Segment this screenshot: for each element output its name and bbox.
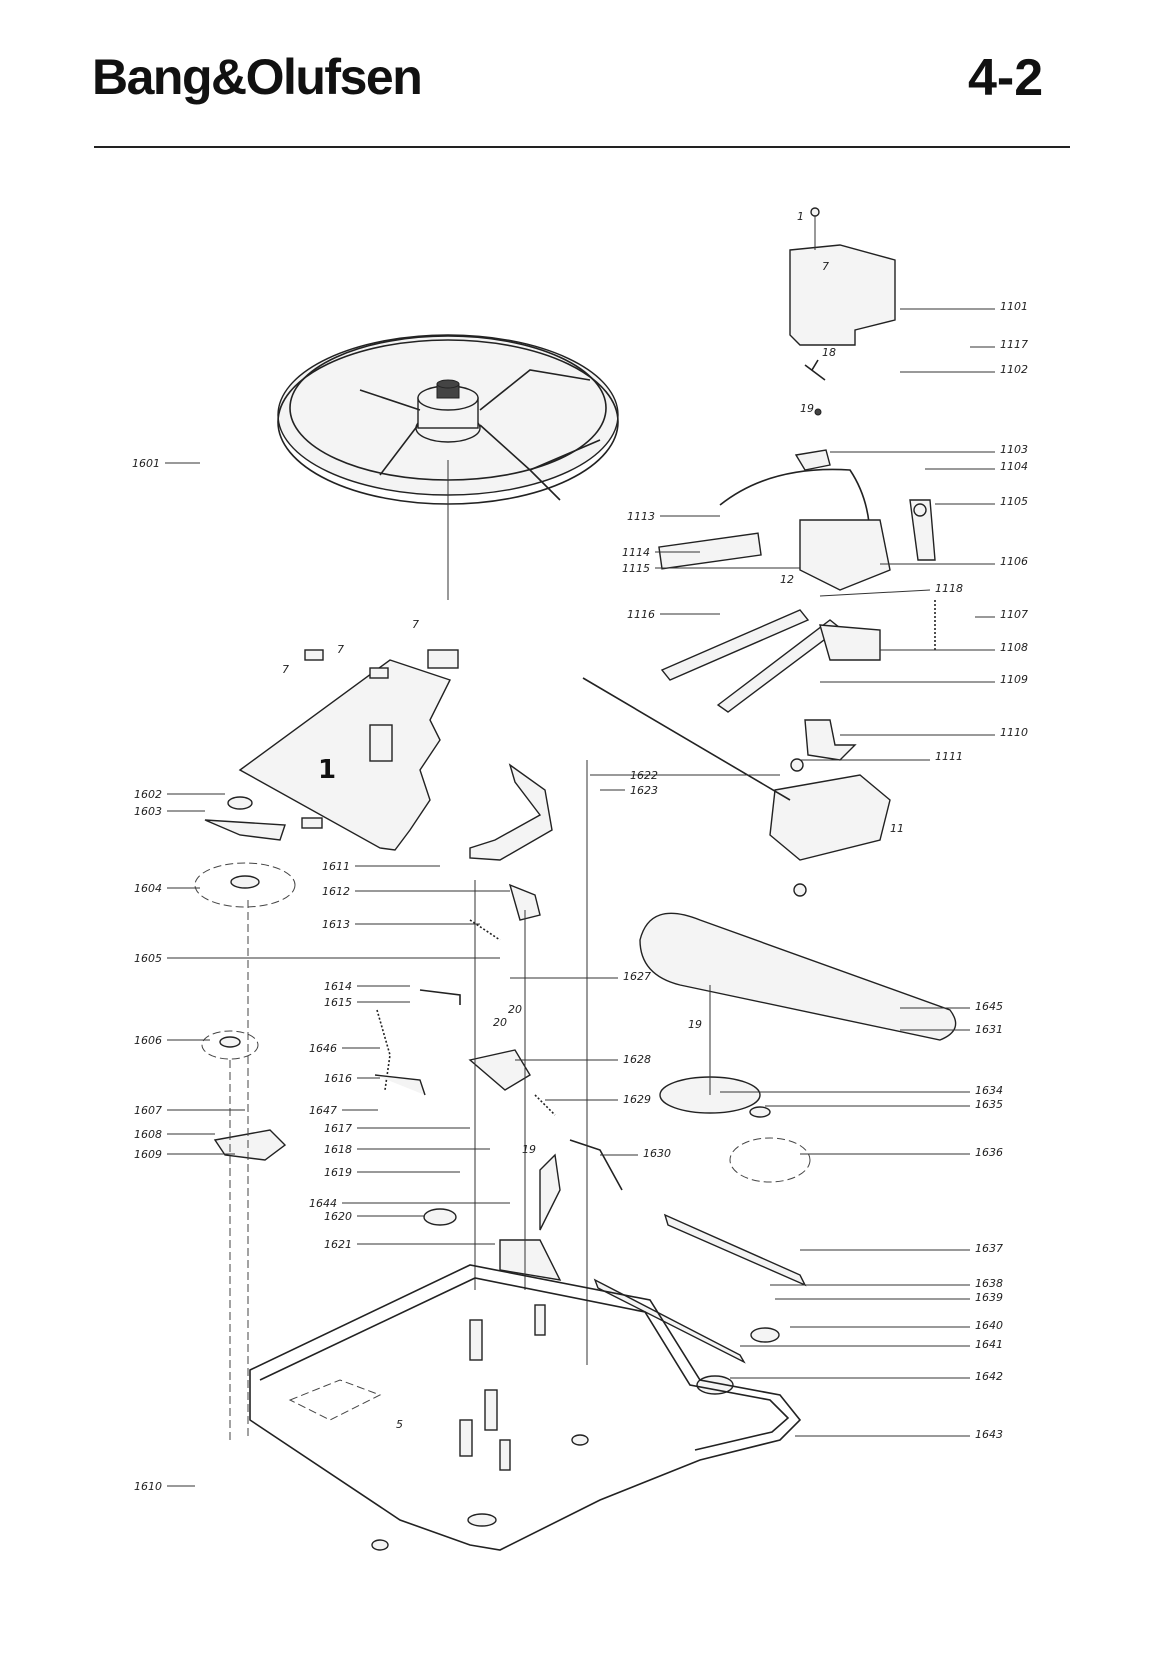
screw-ref-r7d: 7 xyxy=(822,260,829,273)
chassis-drawing xyxy=(249,1264,802,1551)
cam-assembly-drawing xyxy=(593,912,957,1395)
part-label-1621: 1621 xyxy=(324,1238,352,1251)
screw-ref-r19c: 19 xyxy=(522,1143,536,1156)
tonearm-assembly-drawing xyxy=(582,207,936,897)
part-label-1106: 1106 xyxy=(1000,555,1028,568)
brand-logo: Bang&Olufsen xyxy=(92,49,423,105)
part-label-1609: 1609 xyxy=(134,1148,162,1161)
screw-ref-r11: 11 xyxy=(890,822,904,835)
screw-ref-r1: 1 xyxy=(797,210,804,223)
screw-ref-r5: 5 xyxy=(396,1418,403,1431)
part-label-1616: 1616 xyxy=(324,1072,352,1085)
part-label-1619: 1619 xyxy=(324,1166,352,1179)
part-label-1606: 1606 xyxy=(134,1034,162,1047)
header-rule xyxy=(94,146,1070,148)
part-label-1630: 1630 xyxy=(643,1147,671,1160)
part-label-1101: 1101 xyxy=(1000,300,1028,313)
part-label-1613: 1613 xyxy=(322,918,350,931)
part-label-1617: 1617 xyxy=(324,1122,352,1135)
part-label-1118: 1118 xyxy=(935,582,963,595)
part-label-1640: 1640 xyxy=(975,1319,1003,1332)
page-number: 4-2 xyxy=(968,49,1044,107)
board-label: 1 xyxy=(318,755,336,785)
part-label-1622: 1622 xyxy=(630,769,658,782)
part-label-1646: 1646 xyxy=(309,1042,337,1055)
part-label-1114: 1114 xyxy=(622,546,650,559)
part-label-1618: 1618 xyxy=(324,1143,352,1156)
part-label-1634: 1634 xyxy=(975,1084,1003,1097)
part-label-1647: 1647 xyxy=(309,1104,337,1117)
part-label-1108: 1108 xyxy=(1000,641,1028,654)
screw-ref-r20b: 20 xyxy=(493,1016,507,1029)
part-label-1111: 1111 xyxy=(935,750,963,763)
part-label-1604: 1604 xyxy=(134,882,162,895)
part-label-1627: 1627 xyxy=(623,970,651,983)
part-label-1105: 1105 xyxy=(1000,495,1028,508)
screw-ref-r7c: 7 xyxy=(282,663,289,676)
part-label-1113: 1113 xyxy=(627,510,655,523)
part-label-1643: 1643 xyxy=(975,1428,1003,1441)
part-label-1115: 1115 xyxy=(622,562,650,575)
part-label-1107: 1107 xyxy=(1000,608,1028,621)
part-label-1611: 1611 xyxy=(322,860,350,873)
part-label-1631: 1631 xyxy=(975,1023,1003,1036)
part-label-1637: 1637 xyxy=(975,1242,1003,1255)
part-label-1636: 1636 xyxy=(975,1146,1003,1159)
part-label-1610: 1610 xyxy=(134,1480,162,1493)
pcb-board-drawing xyxy=(238,649,459,851)
part-label-1628: 1628 xyxy=(623,1053,651,1066)
leader-lines xyxy=(165,308,995,1487)
screw-ref-r19a: 19 xyxy=(800,402,814,415)
screw-ref-r19b: 19 xyxy=(688,1018,702,1031)
part-label-1629: 1629 xyxy=(623,1093,651,1106)
part-label-1638: 1638 xyxy=(975,1277,1003,1290)
part-label-1645: 1645 xyxy=(975,1000,1003,1013)
part-label-1614: 1614 xyxy=(324,980,352,993)
part-label-1605: 1605 xyxy=(134,952,162,965)
part-label-1623: 1623 xyxy=(630,784,658,797)
part-label-1620: 1620 xyxy=(324,1210,352,1223)
part-label-1117: 1117 xyxy=(1000,338,1028,351)
part-label-1602: 1602 xyxy=(134,788,162,801)
left-parts-drawing xyxy=(194,796,296,1440)
screw-ref-r20a: 20 xyxy=(508,1003,522,1016)
part-label-1109: 1109 xyxy=(1000,673,1028,686)
part-label-1601: 1601 xyxy=(132,457,160,470)
part-label-1103: 1103 xyxy=(1000,443,1028,456)
part-label-1104: 1104 xyxy=(1000,460,1028,473)
part-label-1639: 1639 xyxy=(975,1291,1003,1304)
part-label-1642: 1642 xyxy=(975,1370,1003,1383)
part-label-1635: 1635 xyxy=(975,1098,1003,1111)
part-label-1612: 1612 xyxy=(322,885,350,898)
part-label-1607: 1607 xyxy=(134,1104,162,1117)
part-label-1116: 1116 xyxy=(627,608,655,621)
centre-mechanism-drawing xyxy=(374,760,623,1365)
part-label-1644: 1644 xyxy=(309,1197,337,1210)
screw-ref-r7a: 7 xyxy=(412,618,419,631)
part-label-1102: 1102 xyxy=(1000,363,1028,376)
part-label-1603: 1603 xyxy=(134,805,162,818)
callout-labels: 1101111711021103110411051106110711081109… xyxy=(132,210,1028,1493)
screw-ref-r12: 12 xyxy=(780,573,794,586)
platter-drawing xyxy=(277,334,619,600)
screw-ref-r18: 18 xyxy=(822,346,836,359)
screw-ref-r7b: 7 xyxy=(337,643,344,656)
part-label-1110: 1110 xyxy=(1000,726,1028,739)
part-label-1641: 1641 xyxy=(975,1338,1003,1351)
part-label-1608: 1608 xyxy=(134,1128,162,1141)
leader-line-1118 xyxy=(819,589,931,597)
part-label-1615: 1615 xyxy=(324,996,352,1009)
